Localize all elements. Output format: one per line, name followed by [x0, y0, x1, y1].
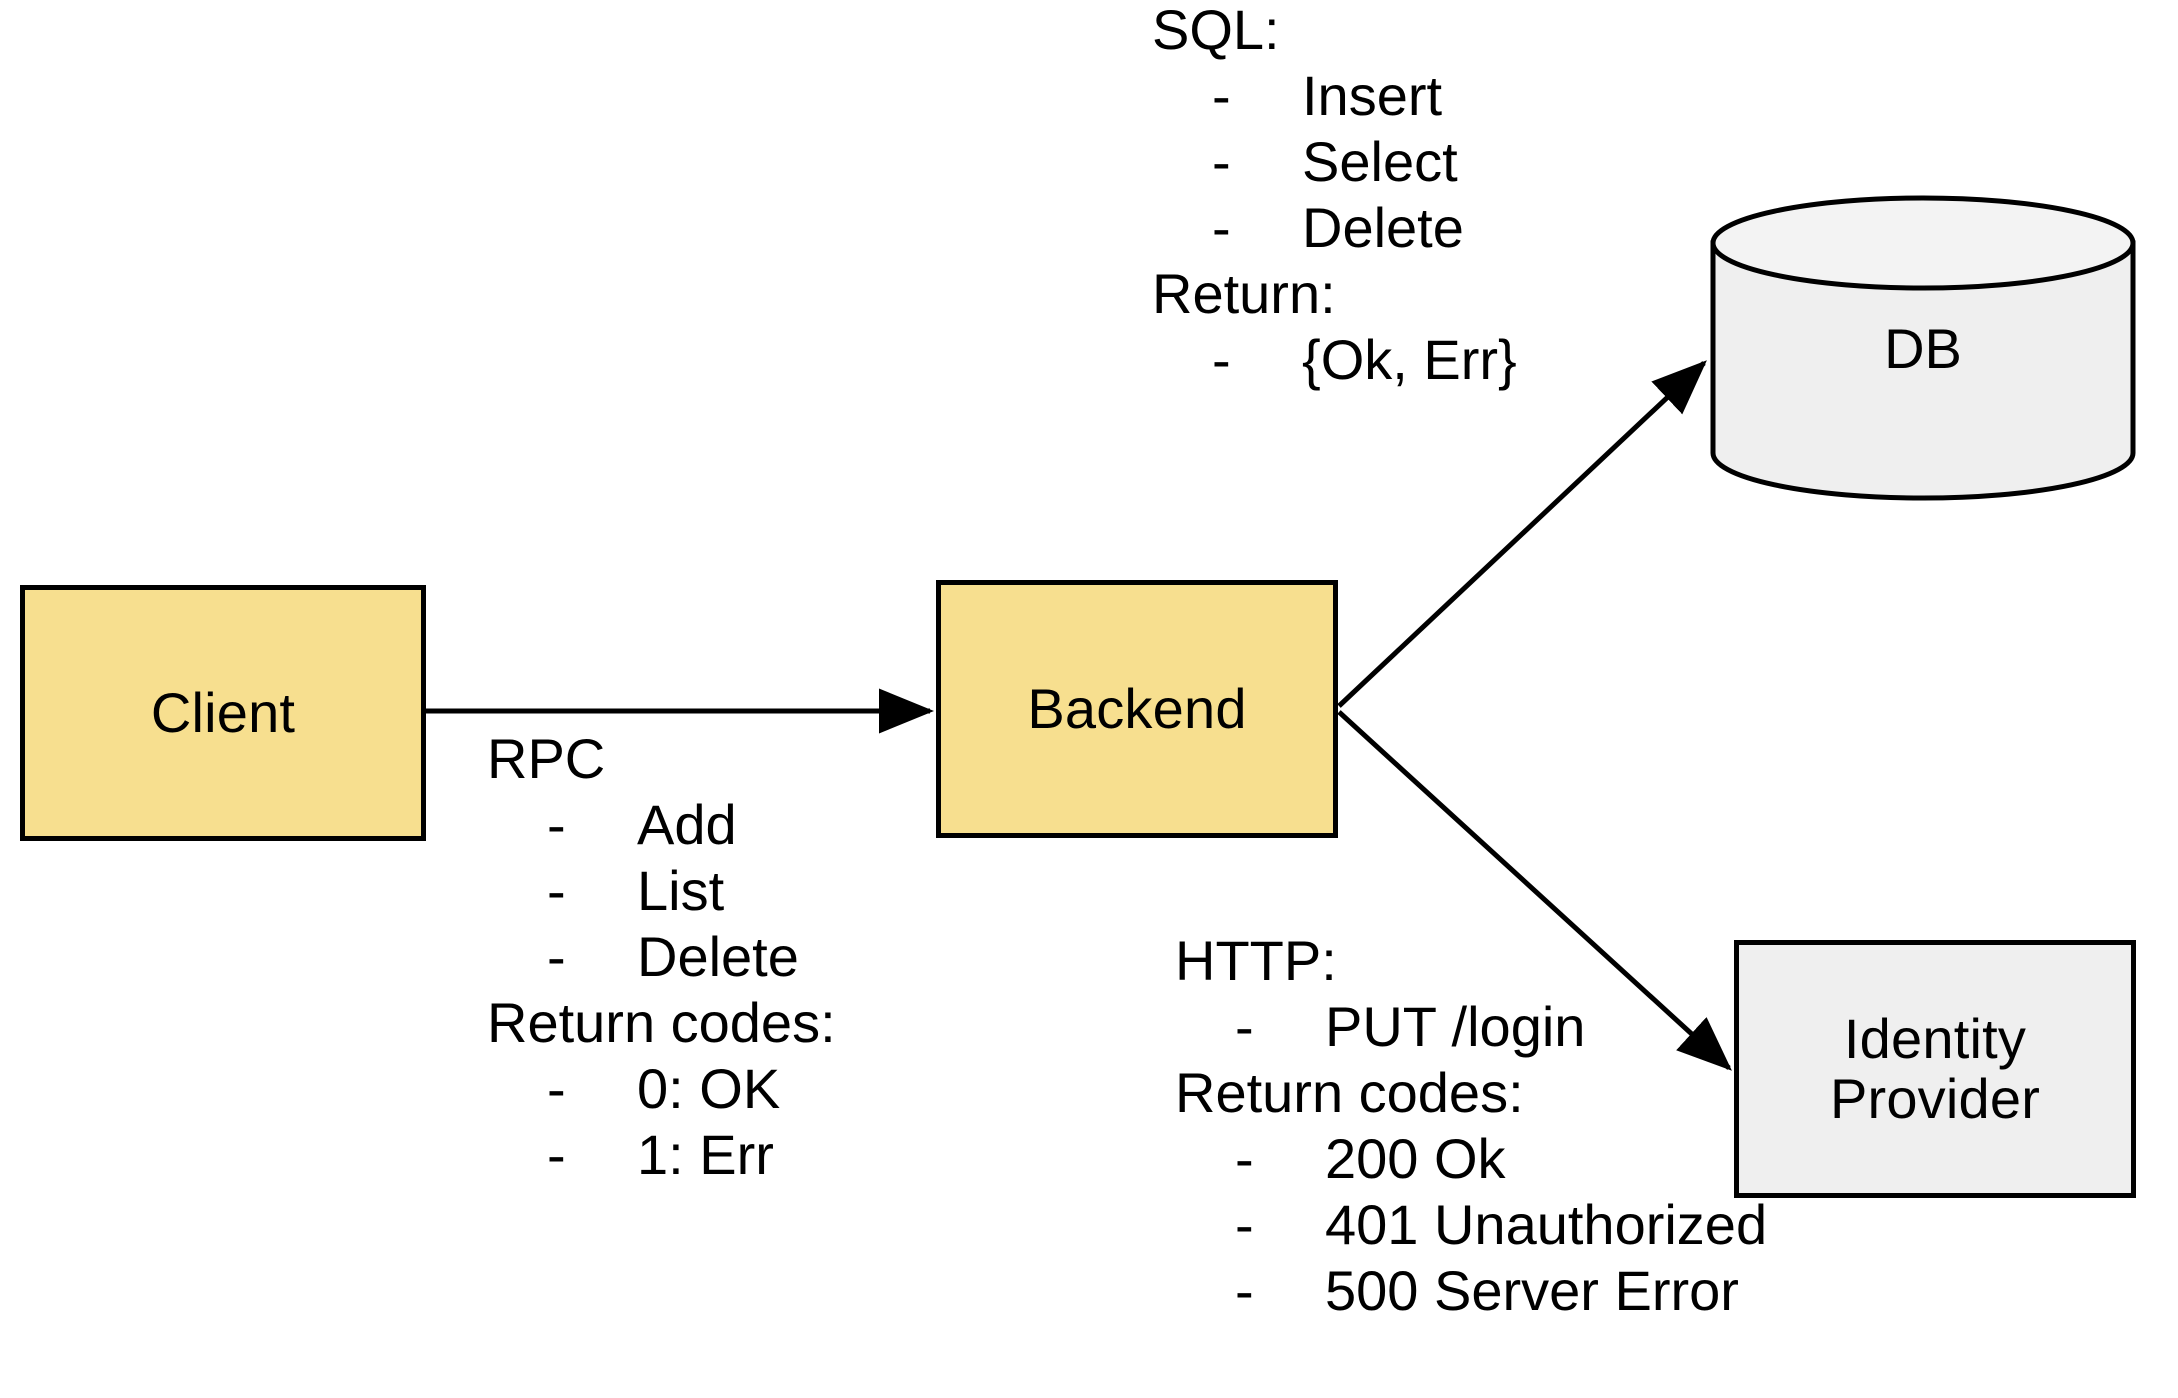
bullet-dash: -	[1212, 328, 1231, 391]
node-identity-provider[interactable]: Identity Provider	[1734, 940, 2136, 1198]
annotation-http: HTTP: -PUT /login Return codes: -200 Ok …	[1175, 928, 1767, 1324]
node-db-label: DB	[1884, 316, 1962, 380]
bullet-dash: -	[1235, 1193, 1254, 1256]
bullet-dash: -	[547, 925, 566, 988]
bullet-dash: -	[1235, 995, 1254, 1058]
rpc-return-item: - 0: OK	[487, 1056, 836, 1122]
node-identity-provider-label-line2: Provider	[1829, 1067, 2041, 1130]
rpc-operation-label: List	[637, 859, 725, 922]
rpc-return-header: Return codes:	[487, 991, 836, 1054]
http-return-item: - 200 Ok	[1175, 1126, 1767, 1192]
annotation-rpc: RPC - Add - List - Delete Return codes: - 0:…	[487, 726, 836, 1188]
rpc-return-label: 0: OK	[637, 1057, 781, 1120]
http-return-item: - 500 Server Error	[1175, 1258, 1767, 1324]
bullet-dash: -	[1212, 130, 1231, 193]
node-db[interactable]: DB	[1710, 195, 2136, 501]
sql-operation-label: Insert	[1302, 64, 1443, 127]
http-return-header: Return codes:	[1175, 1061, 1524, 1124]
sql-operation-item: - Insert	[1152, 63, 1517, 129]
sql-return-item: - {Ok, Err}	[1152, 327, 1517, 393]
http-operation-item: - PUT /login	[1175, 994, 1767, 1060]
bullet-dash: -	[1212, 196, 1231, 259]
node-backend-label: Backend	[1027, 676, 1247, 740]
sql-operation-item: - Delete	[1152, 195, 1517, 261]
http-return-label: 500 Server Error	[1325, 1259, 1739, 1322]
sql-operation-label: Delete	[1302, 196, 1464, 259]
rpc-operation-item: - Delete	[487, 924, 836, 990]
bullet-dash: -	[1235, 1259, 1254, 1322]
sql-header: SQL:	[1152, 0, 1280, 61]
sql-operation-label: Select	[1302, 130, 1458, 193]
bullet-dash: -	[547, 1057, 566, 1120]
http-return-label: 401 Unauthorized	[1325, 1193, 1768, 1256]
http-return-label: 200 Ok	[1325, 1127, 1506, 1190]
edge-backend-to-db	[1337, 360, 1707, 708]
bullet-dash: -	[1212, 64, 1231, 127]
node-client-label: Client	[150, 680, 296, 744]
rpc-operation-label: Add	[637, 793, 737, 856]
database-cylinder-icon	[1710, 195, 2136, 501]
node-client[interactable]: Client	[20, 585, 426, 841]
http-return-item: - 401 Unauthorized	[1175, 1192, 1767, 1258]
http-operation-label: PUT /login	[1325, 995, 1586, 1058]
rpc-operation-item: - Add	[487, 792, 836, 858]
annotation-sql: SQL: - Insert - Select - Delete Return: - {O…	[1152, 0, 1517, 393]
rpc-return-label: 1: Err	[637, 1123, 774, 1186]
node-identity-provider-label: Identity Provider	[1829, 1006, 2041, 1130]
http-header: HTTP:	[1175, 929, 1337, 992]
sql-return-header: Return:	[1152, 262, 1336, 325]
rpc-operation-label: Delete	[637, 925, 799, 988]
rpc-return-item: - 1: Err	[487, 1122, 836, 1188]
bullet-dash: -	[1235, 1127, 1254, 1190]
bullet-dash: -	[547, 859, 566, 922]
node-db-label-wrap: DB	[1710, 195, 2136, 501]
node-identity-provider-label-line1: Identity	[1843, 1006, 2027, 1070]
node-backend[interactable]: Backend	[936, 580, 1338, 838]
bullet-dash: -	[547, 793, 566, 856]
rpc-operation-item: - List	[487, 858, 836, 924]
sql-return-label: {Ok, Err}	[1302, 328, 1517, 391]
bullet-dash: -	[547, 1123, 566, 1186]
rpc-header: RPC	[487, 727, 606, 790]
sql-operation-item: - Select	[1152, 129, 1517, 195]
